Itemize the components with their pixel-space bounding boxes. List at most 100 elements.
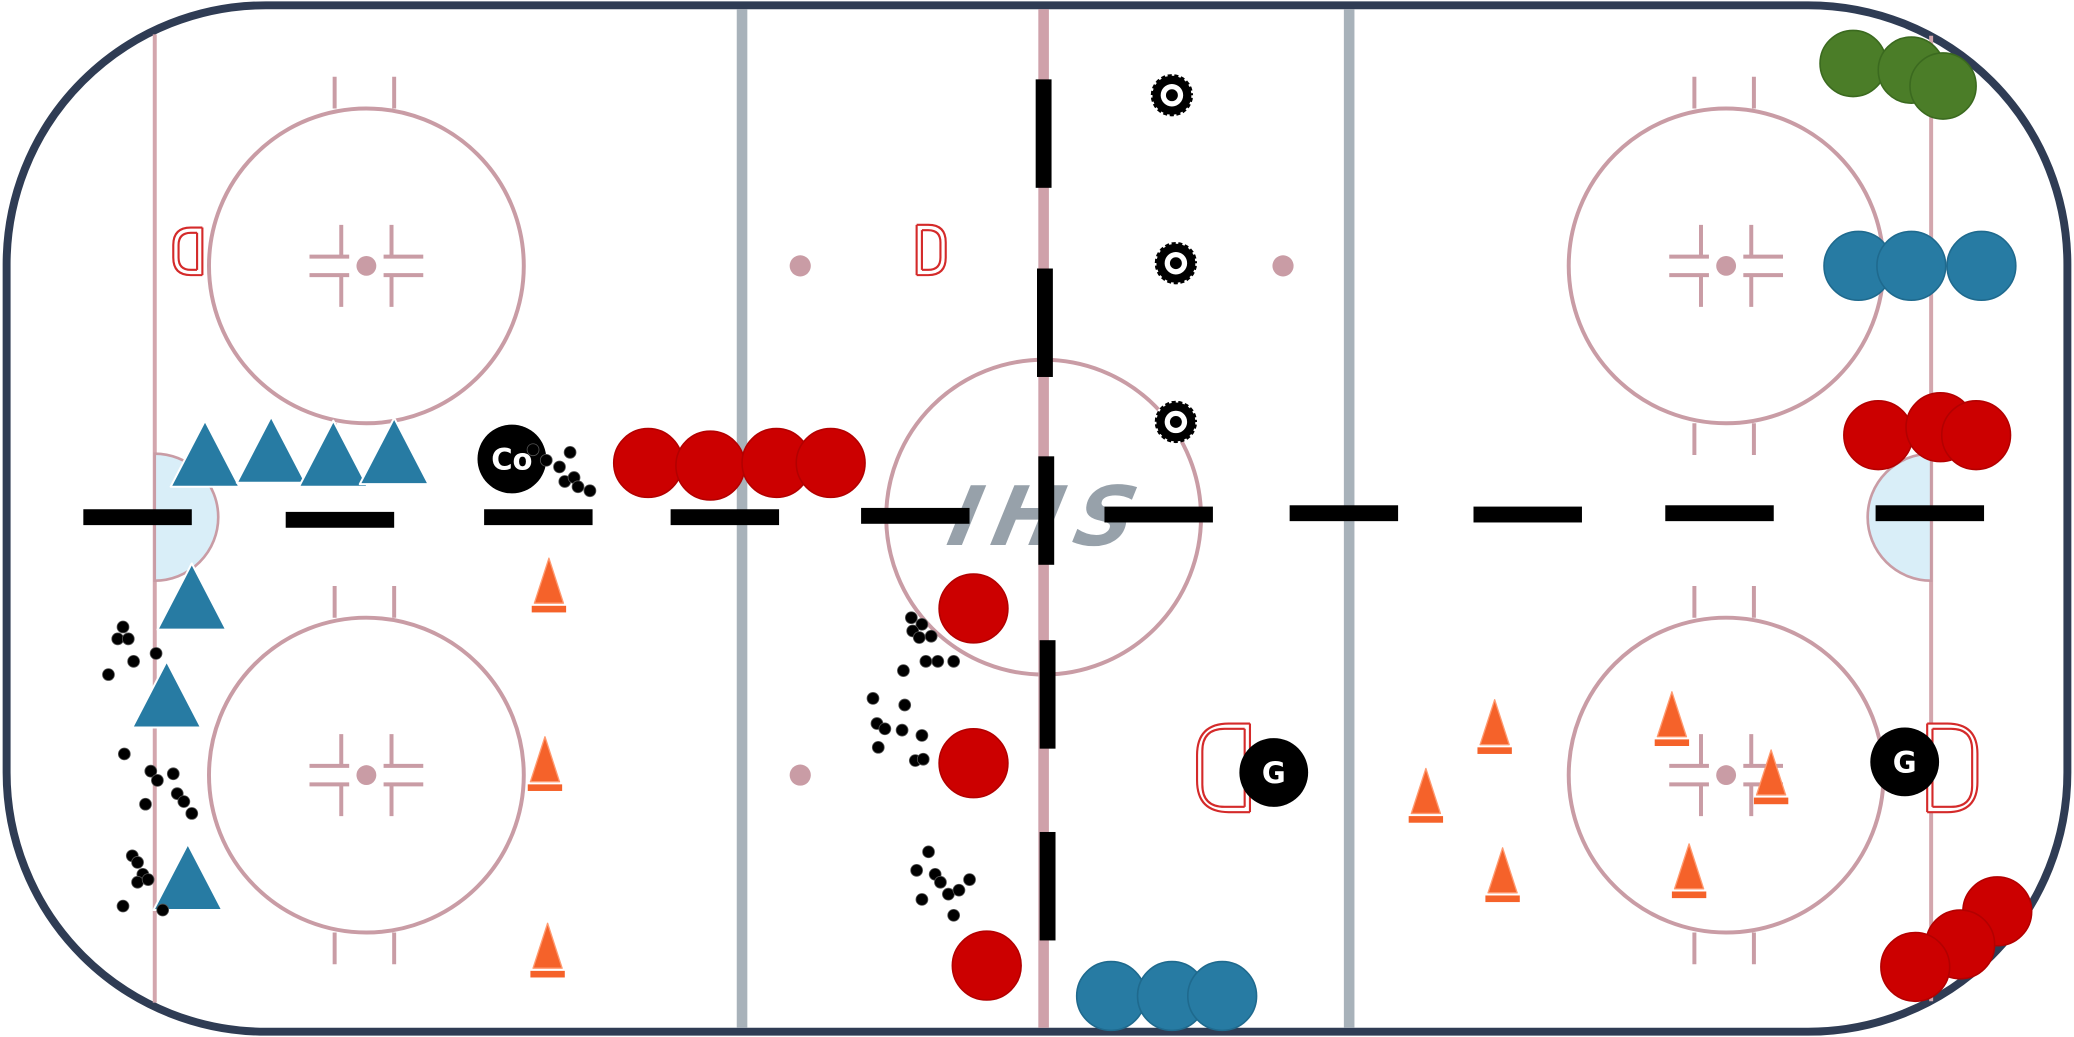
puck-icon xyxy=(185,807,199,820)
faceoff-dot xyxy=(356,765,377,786)
player-circle-icon xyxy=(675,430,746,501)
faceoff-dot xyxy=(356,255,377,276)
faceoff-ring xyxy=(207,615,526,935)
triangle-player-icon xyxy=(358,416,430,486)
drill-line-dash-horizontal xyxy=(670,509,780,526)
cone-base xyxy=(527,784,563,791)
puck-icon xyxy=(121,632,135,646)
puck-icon xyxy=(871,740,885,754)
cone-body xyxy=(532,922,563,969)
cone-base xyxy=(531,605,567,613)
puck-icon xyxy=(127,655,140,668)
puck-icon xyxy=(553,460,566,474)
cone-base xyxy=(1485,895,1520,903)
cone-body xyxy=(533,557,565,604)
goalie-label: G xyxy=(1893,745,1917,779)
drill-line-dash-horizontal xyxy=(1289,505,1399,522)
puck-icon xyxy=(141,873,155,886)
puck-icon xyxy=(916,752,930,766)
tire-hub xyxy=(1169,257,1182,270)
cone-base xyxy=(1654,739,1690,747)
drill-line-dash-vertical xyxy=(1037,268,1053,377)
faceoff-circle-left-bottom xyxy=(207,585,526,965)
faceoff-circle-left-top xyxy=(207,76,526,456)
drill-line-dash-horizontal xyxy=(83,509,192,526)
drill-line-dash-vertical xyxy=(1039,831,1056,941)
goalie-marker-icon xyxy=(1239,738,1309,807)
drill-line-dash-horizontal xyxy=(1875,505,1985,522)
faceoff-dot xyxy=(1716,765,1737,786)
player-circle-icon xyxy=(1880,931,1951,1003)
puck-icon xyxy=(963,873,976,886)
puck-icon xyxy=(919,655,933,668)
puck-icon xyxy=(915,617,929,631)
cone-base xyxy=(1408,816,1444,823)
drill-line-dash-horizontal xyxy=(484,509,593,526)
triangle-player-icon xyxy=(235,415,307,484)
puck-icon xyxy=(878,722,892,736)
puck-icon xyxy=(102,668,115,681)
pucks xyxy=(102,443,976,922)
puck-icon xyxy=(912,631,926,644)
tire-hub xyxy=(1165,89,1178,102)
hash-marks xyxy=(332,585,397,965)
cone-icon xyxy=(1485,847,1520,903)
puck-icon xyxy=(915,893,929,906)
cone-icon xyxy=(531,557,567,613)
goal-nets xyxy=(172,223,1979,814)
drill-objects xyxy=(131,29,2033,1032)
player-circle-icon xyxy=(938,728,1009,799)
hash-marks xyxy=(1692,585,1756,965)
puck-icon xyxy=(571,480,585,494)
net-frame xyxy=(916,223,947,277)
net-posts xyxy=(915,224,923,276)
player-circle-icon xyxy=(1876,230,1947,302)
triangle-player-icon xyxy=(131,660,203,729)
puck-icon xyxy=(151,774,164,787)
cone-body xyxy=(1656,691,1688,738)
puck-icon xyxy=(866,692,880,705)
neutral-zone-dot xyxy=(1272,255,1294,277)
tire-tread xyxy=(1150,73,1194,117)
player-circle-icon xyxy=(1946,230,2017,302)
net-frame xyxy=(1195,722,1250,814)
drill-line-dash-vertical xyxy=(1035,79,1052,188)
faceoff-dot xyxy=(1716,255,1737,276)
cone-base xyxy=(530,970,565,978)
cone-body xyxy=(1479,699,1510,746)
coach-label: Co xyxy=(491,443,532,477)
puck-icon xyxy=(910,863,923,877)
goalie-marker-center: G xyxy=(1239,738,1309,807)
puck-icon xyxy=(111,632,125,646)
player-circle-icon xyxy=(1075,960,1147,1032)
player-circle-icon xyxy=(795,427,866,499)
puck-icon xyxy=(583,484,597,498)
tire-tread xyxy=(1154,241,1198,285)
puck-icon xyxy=(144,764,158,778)
cone-icon xyxy=(1654,691,1690,747)
cone-icon xyxy=(1671,843,1707,899)
cone-icon xyxy=(527,736,563,791)
triangle-player-icon xyxy=(169,419,241,488)
faceoff-l-marks xyxy=(1669,224,1784,307)
cone-icon xyxy=(1408,767,1444,823)
drill-line-dash-horizontal xyxy=(1665,505,1774,522)
puck-icon xyxy=(117,747,131,761)
drill-line-dash-horizontal xyxy=(285,511,395,528)
puck-icon xyxy=(177,795,191,808)
tire-icon xyxy=(1150,73,1194,117)
net-mesh xyxy=(1932,727,1974,808)
goalie-marker-right: G xyxy=(1870,727,1940,797)
drill-line-dash-vertical xyxy=(1038,456,1055,565)
faceoff-ring xyxy=(207,106,526,426)
player-circle-icon xyxy=(1819,29,1887,98)
puck-icon xyxy=(947,655,961,668)
cone-body xyxy=(1673,843,1705,890)
tire-hub xyxy=(1169,415,1182,428)
player-circle-icon xyxy=(1940,399,2012,471)
puck-icon xyxy=(563,446,577,459)
puck-icon xyxy=(526,443,540,457)
player-circle-icon xyxy=(938,573,1009,644)
